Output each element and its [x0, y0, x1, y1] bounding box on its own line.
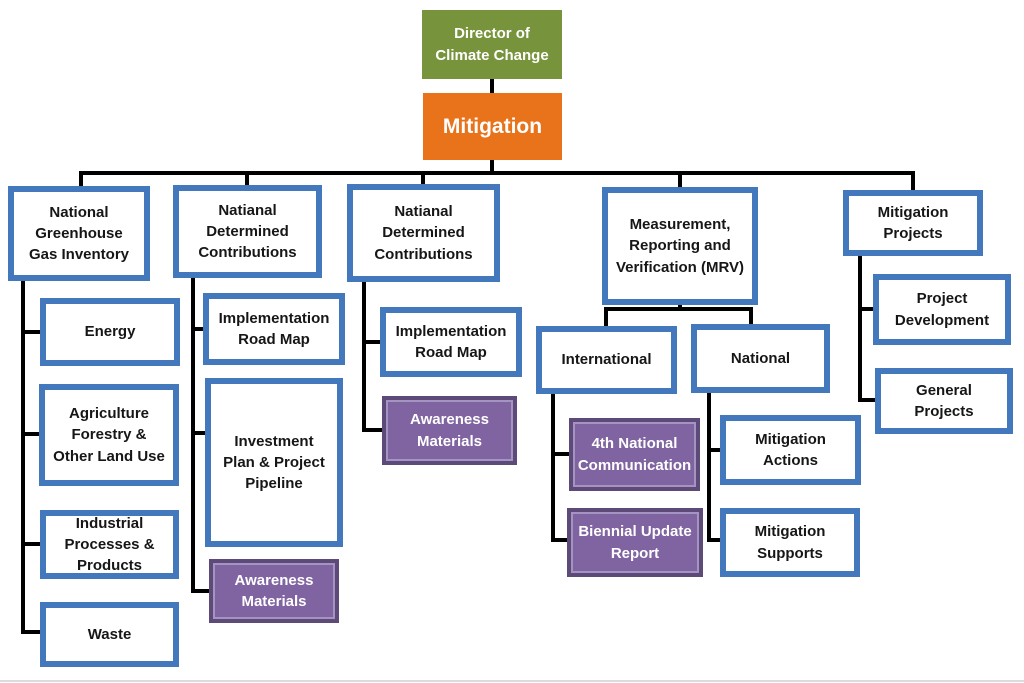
connector-line: [551, 452, 570, 456]
node-mitigation-supports: Mitigation Supports: [720, 508, 860, 577]
connector-line: [858, 256, 862, 402]
connector-line: [490, 159, 494, 173]
connector-line: [21, 281, 25, 634]
node-implementation-road-map-2: Implementation Road Map: [380, 307, 522, 377]
connector-line: [362, 340, 381, 344]
node-ndc-1: Natianal Determined Contributions: [173, 185, 322, 278]
node-general-projects: General Projects: [875, 368, 1013, 434]
connector-line: [191, 589, 210, 593]
connector-line: [749, 307, 753, 325]
connector-line: [362, 428, 383, 432]
connector-line: [79, 171, 83, 187]
connector-line: [604, 307, 753, 311]
node-national: National: [691, 324, 830, 393]
node-mitigation-projects: Mitigation Projects: [843, 190, 983, 256]
node-implementation-road-map-1: Implementation Road Map: [203, 293, 345, 365]
node-project-development: Project Development: [873, 274, 1011, 345]
connector-line: [21, 432, 40, 436]
connector-line: [21, 630, 41, 634]
connector-line: [191, 278, 195, 593]
connector-line: [362, 282, 366, 432]
node-international: International: [536, 326, 677, 394]
node-awareness-materials-2: Awareness Materials: [382, 396, 517, 465]
connector-line: [421, 171, 425, 185]
node-awareness-materials-1: Awareness Materials: [209, 559, 339, 623]
connector-line: [858, 398, 876, 402]
connector-line: [678, 171, 682, 188]
connector-line: [551, 394, 555, 542]
node-energy: Energy: [40, 298, 180, 366]
connector-line: [21, 542, 41, 546]
connector-line: [191, 431, 206, 435]
connector-line: [79, 171, 915, 175]
node-mrv: Measurement, Reporting and Verification …: [602, 187, 758, 305]
connector-line: [551, 538, 568, 542]
connector-line: [858, 307, 874, 311]
node-national-greenhouse-gas-inventory: National Greenhouse Gas Inventory: [8, 186, 150, 281]
connector-line: [604, 307, 608, 327]
connector-line: [191, 327, 204, 331]
node-ndc-2: Natianal Determined Contributions: [347, 184, 500, 282]
node-biennial-update-report: Biennial Update Report: [567, 508, 703, 577]
node-investment-plan-project-pipeline: Investment Plan & Project Pipeline: [205, 378, 343, 547]
node-mitigation: Mitigation: [423, 93, 562, 160]
node-industrial-processes-products: Industrial Processes & Products: [40, 510, 179, 579]
node-director: Director of Climate Change: [422, 10, 562, 79]
connector-line: [21, 330, 41, 334]
connector-line: [707, 393, 711, 542]
connector-line: [245, 171, 249, 186]
connector-line: [707, 448, 721, 452]
connector-line: [707, 538, 721, 542]
node-waste: Waste: [40, 602, 179, 667]
connector-line: [911, 171, 915, 191]
node-4th-national-communication: 4th National Communication: [569, 418, 700, 491]
node-mitigation-actions: Mitigation Actions: [720, 415, 861, 485]
page-edge-line: [0, 680, 1024, 682]
node-agriculture-forestry-other-land-use: Agriculture Forestry & Other Land Use: [39, 384, 179, 486]
connector-line: [490, 78, 494, 94]
